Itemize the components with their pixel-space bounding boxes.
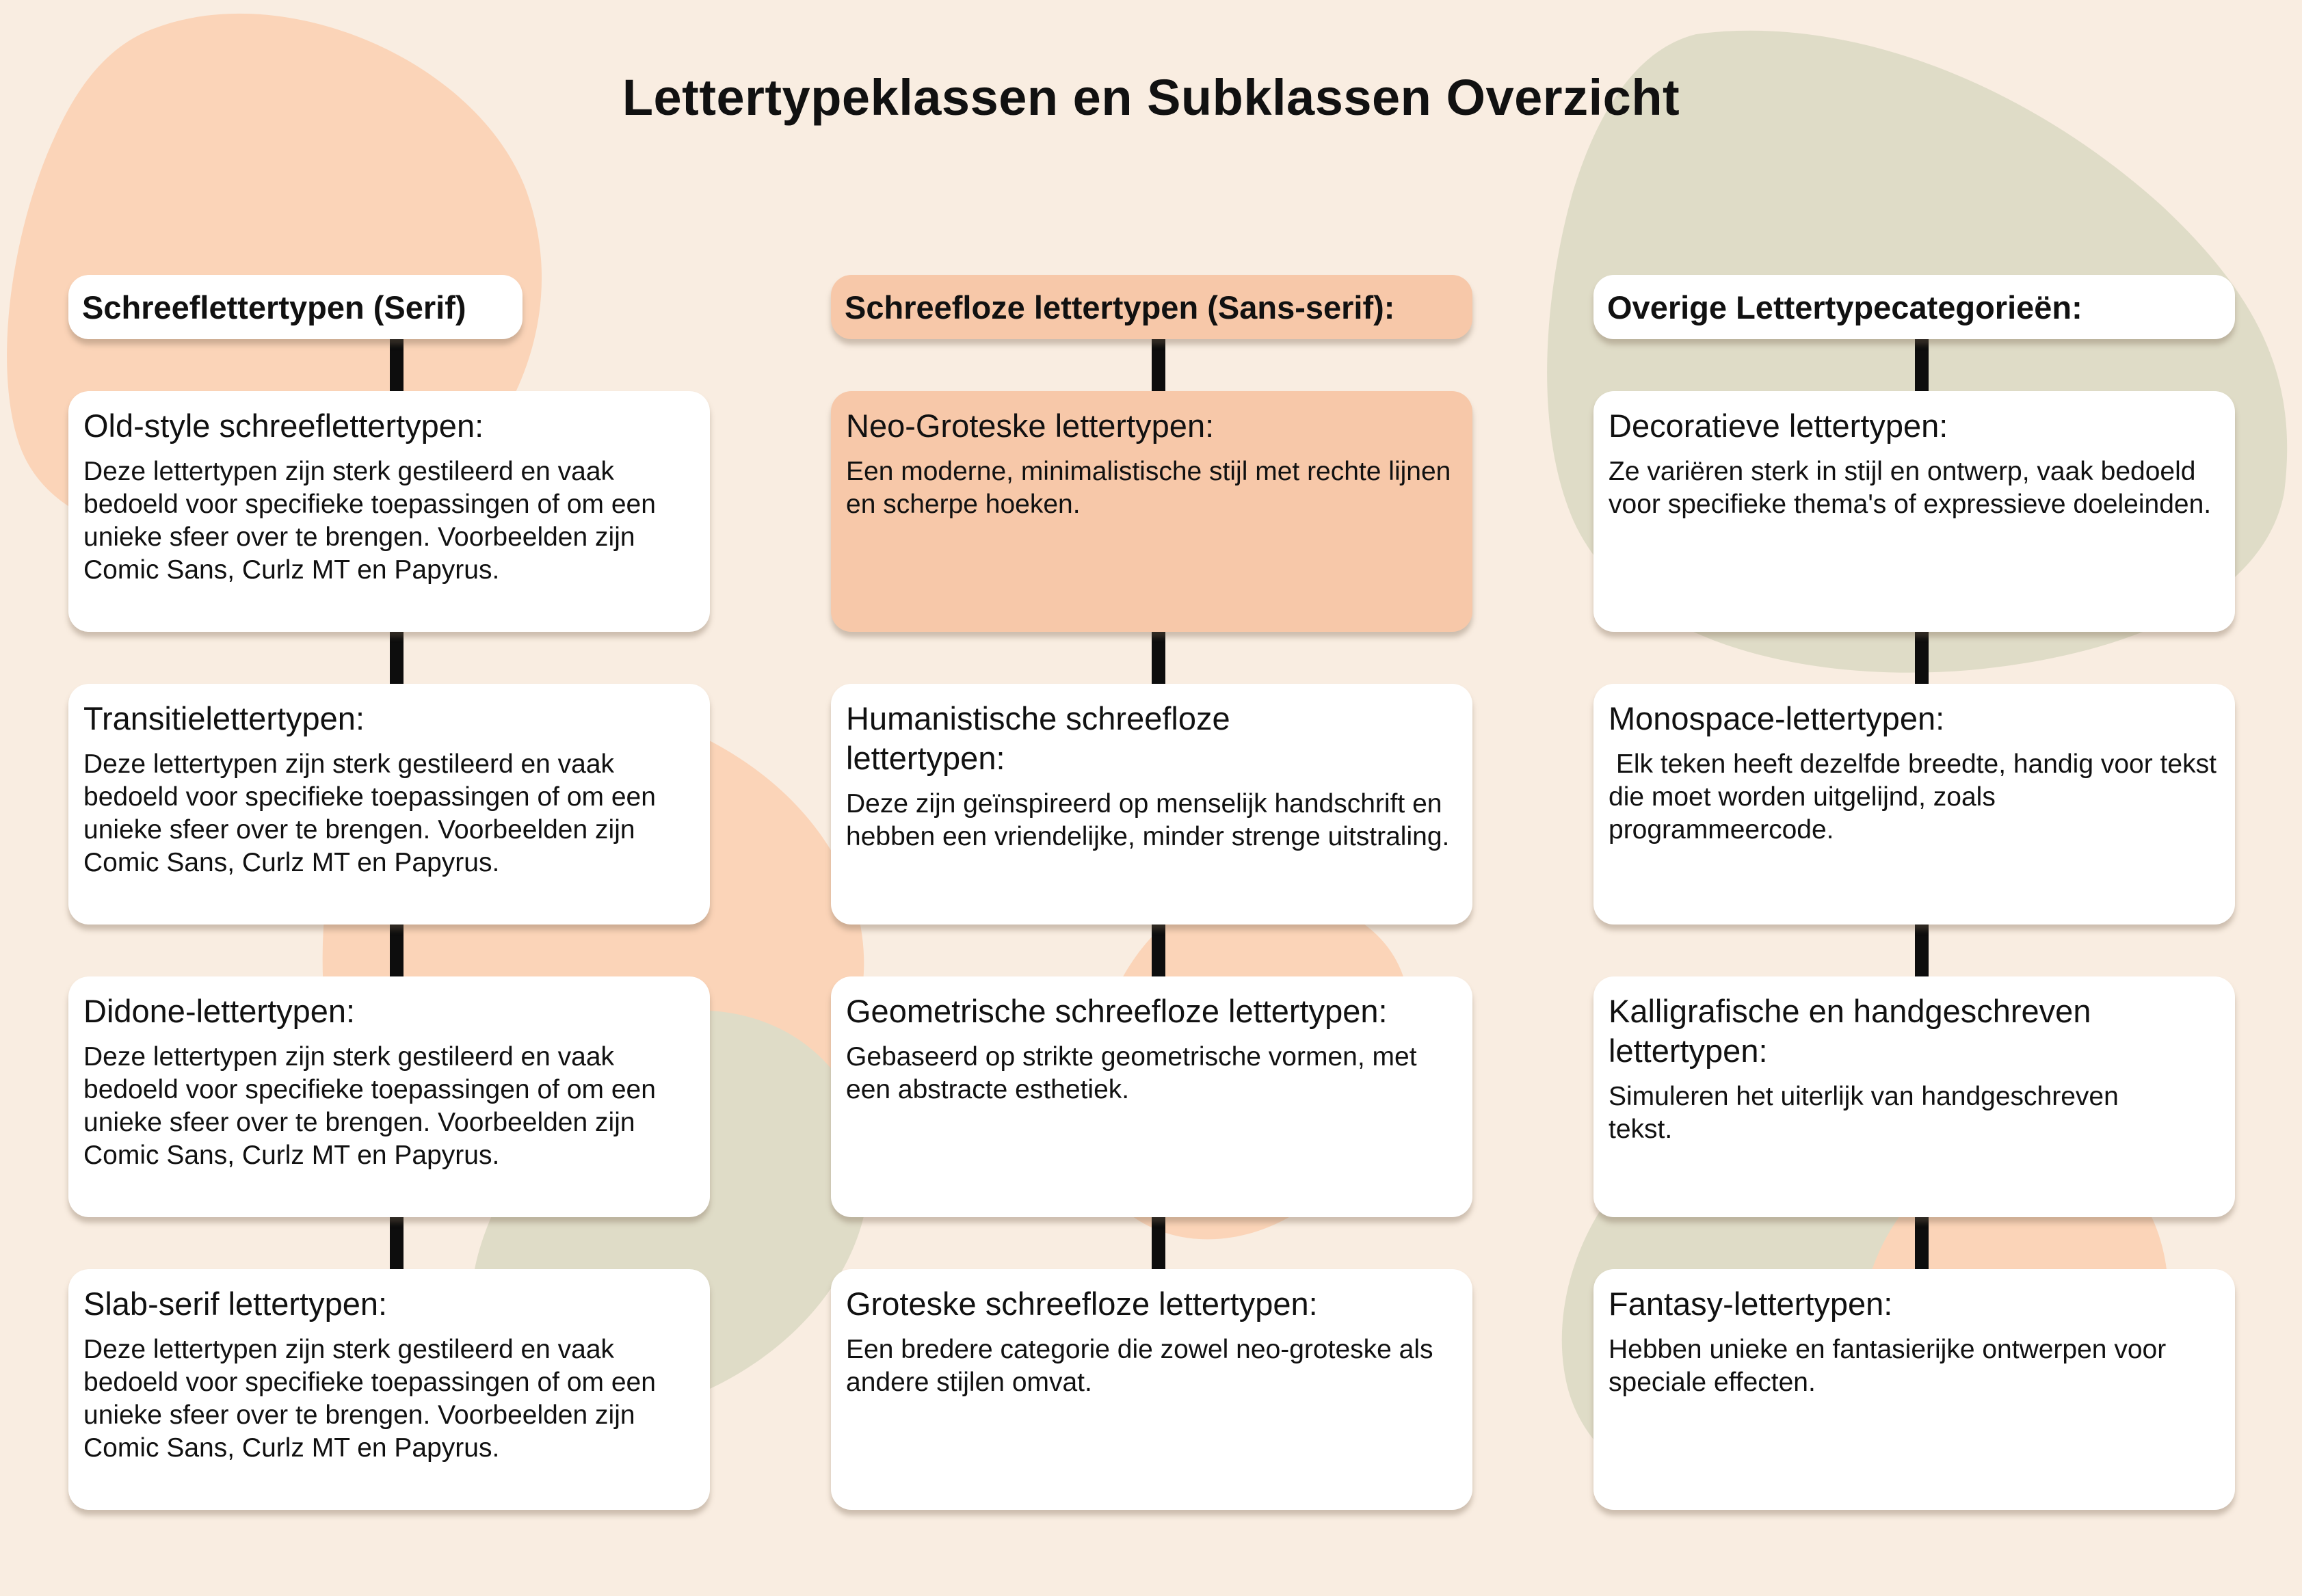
card-decorative: Decoratieve lettertypen: Ze variëren ste… (1593, 391, 2235, 632)
card-text: Deze lettertypen zijn sterk gestileerd e… (83, 457, 663, 585)
card-monospace: Monospace-lettertypen: Elk teken heeft d… (1593, 684, 2235, 925)
card-text: Een bredere categorie die zowel neo-grot… (846, 1335, 1441, 1397)
card-text: Een moderne, minimalistische stijl met r… (846, 457, 1459, 519)
card-title: Transitielettertypen: (83, 700, 365, 736)
card-geometric: Geometrische schreefloze lettertypen: Ge… (831, 976, 1472, 1217)
card-text: Deze lettertypen zijn sterk gestileerd e… (83, 1042, 663, 1170)
card-title: Neo-Groteske lettertypen: (846, 408, 1215, 444)
card-fantasy: Fantasy-lettertypen: Hebben unieke en fa… (1593, 1269, 2235, 1510)
card-title: Old-style schreeflettertypen: (83, 408, 484, 444)
card-text: Ze variëren sterk in stijl en ontwerp, v… (1609, 457, 2212, 519)
card-neo-grotesque: Neo-Groteske lettertypen: Een moderne, m… (831, 391, 1472, 632)
card-old-style: Old-style schreeflettertypen: Deze lette… (68, 391, 710, 632)
card-humanist: Humanistische schreefloze lettertypen: D… (831, 684, 1472, 925)
page-title: Lettertypeklassen en Subklassen Overzich… (622, 69, 1680, 126)
card-slab-serif: Slab-serif lettertypen: Deze lettertypen… (68, 1269, 710, 1510)
card-title: Decoratieve lettertypen: (1609, 408, 1948, 444)
card-text: Deze lettertypen zijn sterk gestileerd e… (83, 1335, 663, 1463)
card-title: Slab-serif lettertypen: (83, 1286, 388, 1322)
card-title: Monospace-lettertypen: (1609, 700, 1945, 736)
card-title: Kalligrafische en handgeschreven lettert… (1609, 993, 2091, 1069)
card-text: Hebben unieke en fantasierijke ontwerpen… (1609, 1335, 2174, 1397)
card-text: Elk teken heeft dezelfde breedte, handig… (1609, 749, 2224, 844)
card-calligraphic: Kalligrafische en handgeschreven lettert… (1593, 976, 2235, 1217)
card-grotesque: Groteske schreefloze lettertypen: Een br… (831, 1269, 1472, 1510)
card-title: Fantasy-lettertypen: (1609, 1286, 1893, 1322)
column-header-serif: Schreeflettertypen (Serif) (68, 275, 522, 339)
card-text: Deze lettertypen zijn sterk gestileerd e… (83, 749, 663, 877)
card-title: Humanistische schreefloze lettertypen: (846, 700, 1230, 776)
card-title: Didone-lettertypen: (83, 993, 356, 1029)
card-text: Gebaseerd op strikte geometrische vormen… (846, 1042, 1425, 1104)
card-transitional: Transitielettertypen: Deze lettertypen z… (68, 684, 710, 925)
card-title: Geometrische schreefloze lettertypen: (846, 993, 1388, 1029)
card-title: Groteske schreefloze lettertypen: (846, 1286, 1318, 1322)
card-text: Simuleren het uiterlijk van handgeschrev… (1609, 1082, 2126, 1144)
column-header-sans-serif: Schreefloze lettertypen (Sans-serif): (831, 275, 1472, 339)
card-text: Deze zijn geïnspireerd op menselijk hand… (846, 789, 1450, 851)
card-didone: Didone-lettertypen: Deze lettertypen zij… (68, 976, 710, 1217)
column-header-other: Overige Lettertypecategorieën: (1593, 275, 2235, 339)
